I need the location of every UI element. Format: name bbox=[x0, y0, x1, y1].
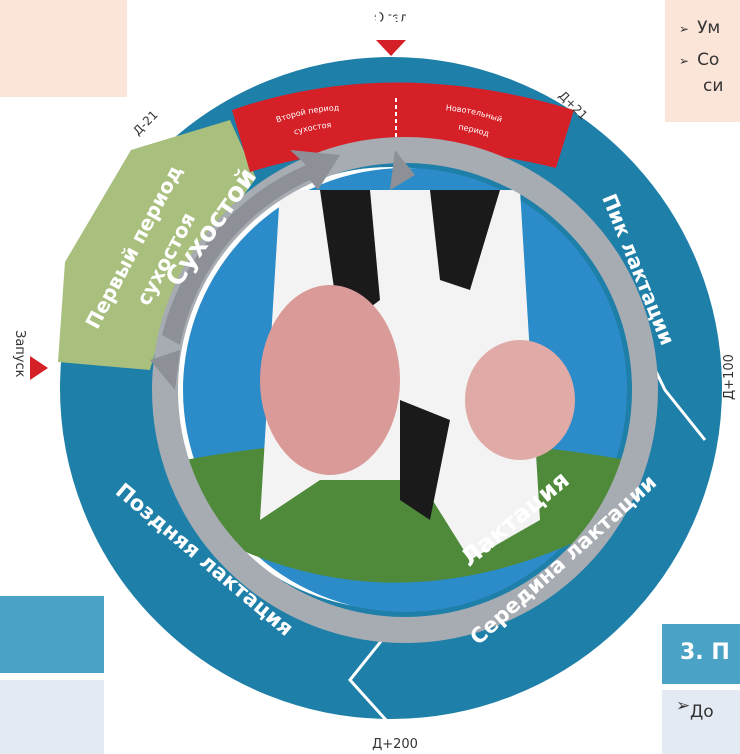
cow-spot bbox=[430, 190, 500, 290]
bullet-text: Со bbox=[697, 50, 720, 70]
day-200-label: Д+200 bbox=[372, 737, 418, 752]
cow-spot bbox=[400, 400, 450, 520]
arrow-head-icon bbox=[390, 150, 415, 190]
section-heading: 3. П bbox=[680, 640, 730, 665]
arrow-bullet-icon: ➢ bbox=[679, 54, 690, 68]
arrow-bullet-icon: ➢ bbox=[679, 22, 690, 36]
bottom-left-heading-panel bbox=[0, 596, 104, 673]
dry-period-arrow bbox=[162, 150, 340, 345]
bottom-left-body-panel bbox=[0, 680, 104, 754]
udder-right bbox=[465, 340, 575, 460]
top-right-panel: ➢ Ум ➢ Со си bbox=[665, 0, 740, 122]
dry-off-label: Запуск bbox=[12, 330, 27, 378]
calving-label: Отел bbox=[374, 11, 408, 26]
day-minus-21-label: Д-21 bbox=[130, 108, 160, 138]
bottom-right-heading-panel: 3. П bbox=[662, 624, 740, 684]
bottom-right-body-panel: ➢ До bbox=[662, 690, 740, 754]
bullet-item: ➢ Ум bbox=[679, 18, 720, 38]
bullet-text: До bbox=[690, 702, 714, 722]
udder-left bbox=[260, 285, 400, 475]
top-left-panel bbox=[0, 0, 127, 97]
bullet-item: ➢ Со bbox=[679, 50, 719, 70]
inner-cycle-ring bbox=[152, 137, 658, 643]
dry-off-marker-icon bbox=[30, 356, 48, 380]
bullet-continuation: си bbox=[703, 76, 723, 96]
bullet-item: ➢ До bbox=[676, 696, 714, 722]
bullet-text: Ум bbox=[697, 18, 721, 38]
bullet-text: си bbox=[703, 76, 724, 96]
segment-separator bbox=[348, 639, 388, 722]
calving-marker-icon bbox=[376, 40, 406, 56]
transit-period-segment bbox=[232, 82, 574, 172]
day-100-label: Д+100 bbox=[722, 354, 737, 400]
first-dry-period-segment bbox=[58, 120, 256, 370]
arrow-head-icon bbox=[150, 350, 180, 390]
